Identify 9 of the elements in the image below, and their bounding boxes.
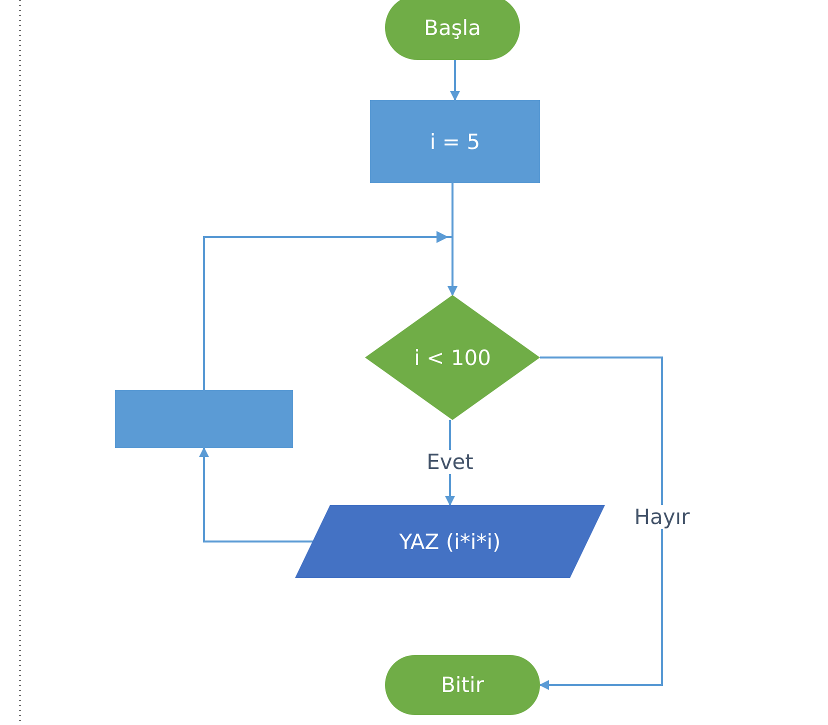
arrow [450, 60, 460, 101]
node-label: YAZ (i*i*i) [399, 530, 501, 554]
node-label: i = 5 [430, 130, 480, 154]
arrow [199, 447, 313, 542]
node-label: Başla [424, 16, 481, 40]
arrow [203, 231, 458, 390]
arrow [539, 356, 663, 690]
node-label: i < 100 [414, 346, 491, 370]
node-label: Bitir [441, 673, 484, 697]
